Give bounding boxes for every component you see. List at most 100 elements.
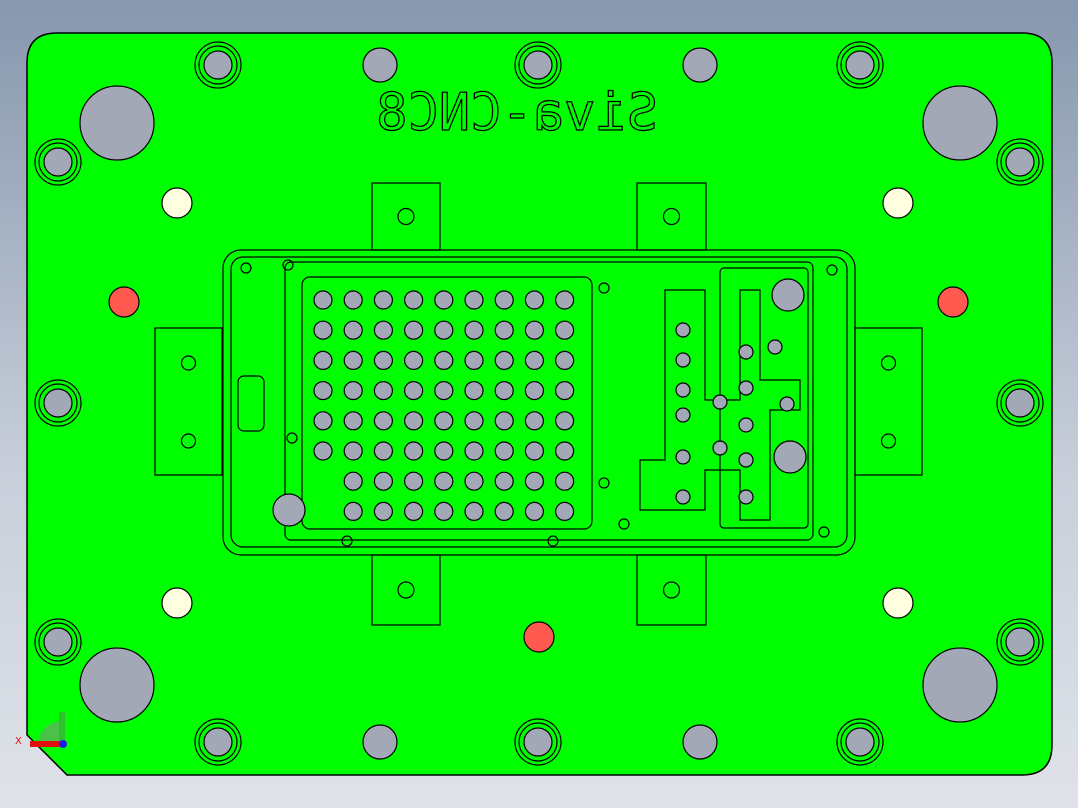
small-hole: [240, 262, 252, 274]
bolt-hole: [1005, 147, 1035, 177]
engraving-text: Siva-CNC8: [376, 83, 658, 143]
button-pin-hole: [313, 350, 333, 370]
gate-pin-hole: [712, 440, 728, 456]
cavity-inner: [230, 256, 848, 548]
button-pin-hole: [373, 350, 393, 370]
button-pin-hole: [373, 411, 393, 431]
plate-features: [34, 41, 1044, 766]
clamp-tab: [154, 327, 223, 476]
counterbore-ring: [996, 379, 1044, 427]
button-pin-hole: [524, 290, 545, 310]
button-pin-hole: [524, 471, 545, 491]
button-pin-hole: [404, 320, 424, 340]
button-pin-hole: [554, 411, 575, 431]
mold-plate[interactable]: [26, 32, 1053, 776]
cavity-floor: [284, 261, 814, 541]
button-pin-hole: [464, 290, 484, 310]
plain-hole: [682, 724, 718, 760]
button-pin-hole: [313, 441, 333, 461]
button-pin-hole: [464, 381, 484, 401]
counterbore-ring: [840, 45, 880, 85]
tab-hole: [880, 355, 897, 371]
button-pin-hole: [464, 441, 484, 461]
button-pin-hole: [404, 350, 424, 370]
button-pin-hole: [313, 411, 333, 431]
counterbore-ring: [1000, 622, 1040, 662]
bolt-hole: [203, 50, 233, 80]
button-pin-hole: [524, 381, 545, 401]
ejector-pin: [882, 187, 914, 219]
button-pin-hole: [464, 320, 484, 340]
gate-pin-hole: [738, 344, 754, 360]
bolt-hole: [523, 50, 553, 80]
ejector-pin: [161, 587, 193, 619]
counterbore-ring: [38, 622, 78, 662]
gate-pin-hole: [675, 352, 691, 368]
gate-pin-hole: [675, 407, 691, 423]
button-pin-hole: [554, 320, 575, 340]
button-pin-hole: [434, 290, 454, 310]
small-hole: [818, 526, 830, 538]
counterbore-ring: [836, 41, 884, 89]
button-pin-hole: [524, 441, 545, 461]
counterbore-ring: [518, 722, 558, 762]
small-hole: [618, 518, 630, 530]
cavity-outline: [222, 249, 856, 556]
locating-hole: [773, 440, 807, 474]
button-pin-hole: [494, 471, 514, 491]
gate-pin-hole: [738, 452, 754, 468]
button-pin-hole: [373, 320, 393, 340]
bolt-hole: [1005, 388, 1035, 418]
runner-channel: [639, 289, 801, 521]
locating-hole: [272, 493, 306, 527]
counterbore-ring: [840, 722, 880, 762]
counterbore-ring: [34, 618, 82, 666]
button-pin-hole: [434, 471, 454, 491]
plain-hole: [362, 47, 398, 83]
gate-pin-hole: [675, 489, 691, 505]
gate-pin-hole: [675, 449, 691, 465]
x-axis-label: X: [15, 736, 22, 747]
button-pin-hole: [313, 381, 333, 401]
locating-hole: [771, 278, 805, 312]
counterbore-ring: [518, 45, 558, 85]
button-pin-hole: [524, 350, 545, 370]
button-pin-hole: [404, 411, 424, 431]
ejector-pin: [882, 587, 914, 619]
button-pin-hole: [404, 501, 424, 521]
small-hole: [341, 535, 353, 547]
bolt-hole: [43, 627, 73, 657]
button-pin-hole: [524, 501, 545, 521]
gate-pin-hole: [779, 396, 795, 412]
axis-triad: X: [15, 712, 67, 748]
button-pin-hole: [464, 471, 484, 491]
counterbore-ring: [514, 718, 562, 766]
button-pin-hole: [494, 411, 514, 431]
button-pin-hole: [464, 501, 484, 521]
button-pin-hole: [434, 411, 454, 431]
button-pin-hole: [373, 501, 393, 521]
counterbore-ring: [38, 383, 78, 423]
button-pin-hole: [434, 350, 454, 370]
button-pin-hole: [373, 290, 393, 310]
tab-hole: [397, 207, 415, 226]
button-pin-hole: [404, 381, 424, 401]
counterbore-ring: [198, 722, 238, 762]
button-pin-hole: [404, 290, 424, 310]
button-pin-hole: [554, 290, 575, 310]
small-hole: [547, 535, 559, 547]
tab-hole: [880, 433, 897, 449]
button-pin-hole: [434, 381, 454, 401]
tab-hole: [180, 433, 197, 449]
button-pin-hole: [313, 320, 333, 340]
bolt-hole: [845, 727, 875, 757]
guide-bore-hole: [922, 85, 998, 161]
button-pin-hole: [343, 441, 363, 461]
button-pin-hole: [343, 381, 363, 401]
button-pin-hole: [373, 441, 393, 461]
button-pin-hole: [343, 320, 363, 340]
tab-hole: [397, 581, 415, 599]
ejector-pin: [161, 187, 193, 219]
plain-hole: [682, 47, 718, 83]
